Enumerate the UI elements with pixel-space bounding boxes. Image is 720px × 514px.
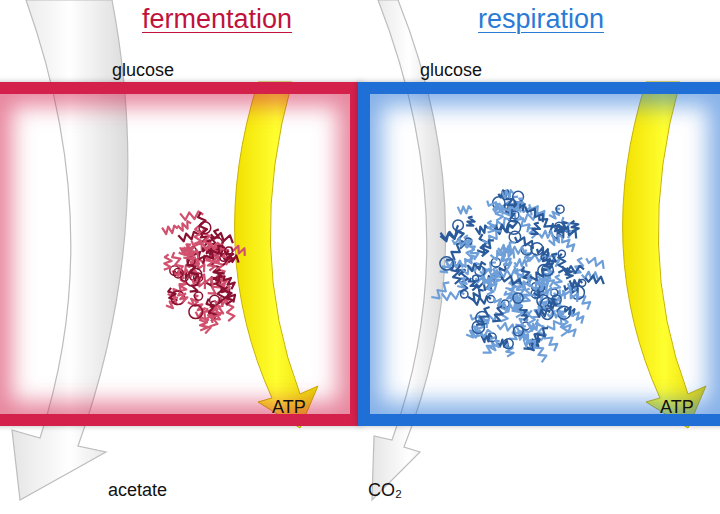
protein-loop <box>186 273 199 286</box>
protein-helix <box>477 240 494 253</box>
protein-loop <box>194 292 202 300</box>
protein-helix <box>501 276 522 287</box>
protein-helix <box>198 212 207 234</box>
protein-loop <box>531 243 543 255</box>
protein-loop <box>507 220 521 234</box>
protein-loop <box>225 247 233 255</box>
protein-helix <box>549 235 563 245</box>
protein-loop <box>556 205 564 213</box>
protein-helix <box>501 257 511 269</box>
protein-helix <box>206 246 224 259</box>
protein-helix <box>178 221 192 231</box>
protein-helix <box>539 231 554 239</box>
protein-helix <box>572 311 583 323</box>
protein-helix <box>466 217 475 226</box>
protein-helix <box>476 226 489 235</box>
protein-helix <box>571 221 579 232</box>
protein-helix <box>544 254 557 268</box>
protein-helix <box>525 206 543 222</box>
process-panel <box>0 82 362 426</box>
protein-helix <box>586 258 603 269</box>
protein-loop <box>210 295 220 305</box>
protein-helix <box>585 276 604 285</box>
protein-helix <box>497 243 515 257</box>
protein-helix <box>488 221 495 233</box>
protein-helix <box>563 290 578 302</box>
protein-helix <box>194 226 202 244</box>
protein-helix <box>482 231 502 244</box>
protein-helix <box>502 202 524 215</box>
protein-helix <box>178 292 187 303</box>
respiration-enzyme <box>431 190 604 362</box>
protein-loop <box>472 321 484 333</box>
protein-loop <box>513 326 523 336</box>
protein-helix <box>452 238 467 248</box>
protein-helix <box>431 282 449 298</box>
protein-helix <box>467 262 486 271</box>
flow-label: ATP <box>660 397 694 418</box>
panel-title: fermentation <box>142 4 292 35</box>
atp-arrow <box>235 82 318 428</box>
protein-helix <box>451 266 461 284</box>
protein-helix <box>495 203 503 220</box>
protein-helix <box>553 275 562 288</box>
fermentation-enzyme <box>162 212 245 334</box>
protein-helix <box>519 279 532 289</box>
protein-helix <box>515 237 533 249</box>
protein-loop <box>513 293 523 303</box>
flow-label: glucose <box>112 60 174 81</box>
flow-label: acetate <box>108 480 167 501</box>
protein-helix <box>226 251 235 263</box>
atp-arrow <box>623 82 706 428</box>
panel-title: respiration <box>478 4 604 35</box>
protein-helix <box>514 259 526 267</box>
protein-loop <box>579 280 586 287</box>
protein-helix <box>458 206 472 213</box>
protein-helix <box>172 252 183 272</box>
process-panel <box>358 82 720 426</box>
protein-helix <box>162 226 178 234</box>
protein-helix <box>497 323 515 332</box>
protein-helix <box>563 323 575 337</box>
protein-helix <box>492 306 502 321</box>
protein-helix <box>489 340 500 350</box>
protein-helix <box>518 331 535 349</box>
flow-label: ATP <box>272 397 306 418</box>
protein-helix <box>211 233 233 243</box>
protein-helix <box>545 333 558 351</box>
protein-helix <box>536 309 550 317</box>
protein-helix <box>555 222 567 233</box>
protein-helix <box>502 190 514 198</box>
protein-helix <box>529 323 541 331</box>
protein-loop <box>503 339 513 349</box>
protein-helix <box>562 238 574 252</box>
flow-label: CO₂ <box>368 480 402 501</box>
protein-loop <box>473 275 479 281</box>
protein-helix <box>164 254 172 269</box>
protein-helix <box>531 223 541 234</box>
protein-loop <box>440 257 453 270</box>
protein-loop <box>189 305 203 319</box>
protein-helix <box>224 276 235 290</box>
protein-helix <box>187 260 198 282</box>
flow-label: glucose <box>420 60 482 81</box>
protein-helix <box>539 279 548 288</box>
protein-loop <box>558 250 565 257</box>
protein-loop <box>453 220 464 231</box>
protein-helix <box>206 257 215 271</box>
protein-helix <box>468 290 484 301</box>
